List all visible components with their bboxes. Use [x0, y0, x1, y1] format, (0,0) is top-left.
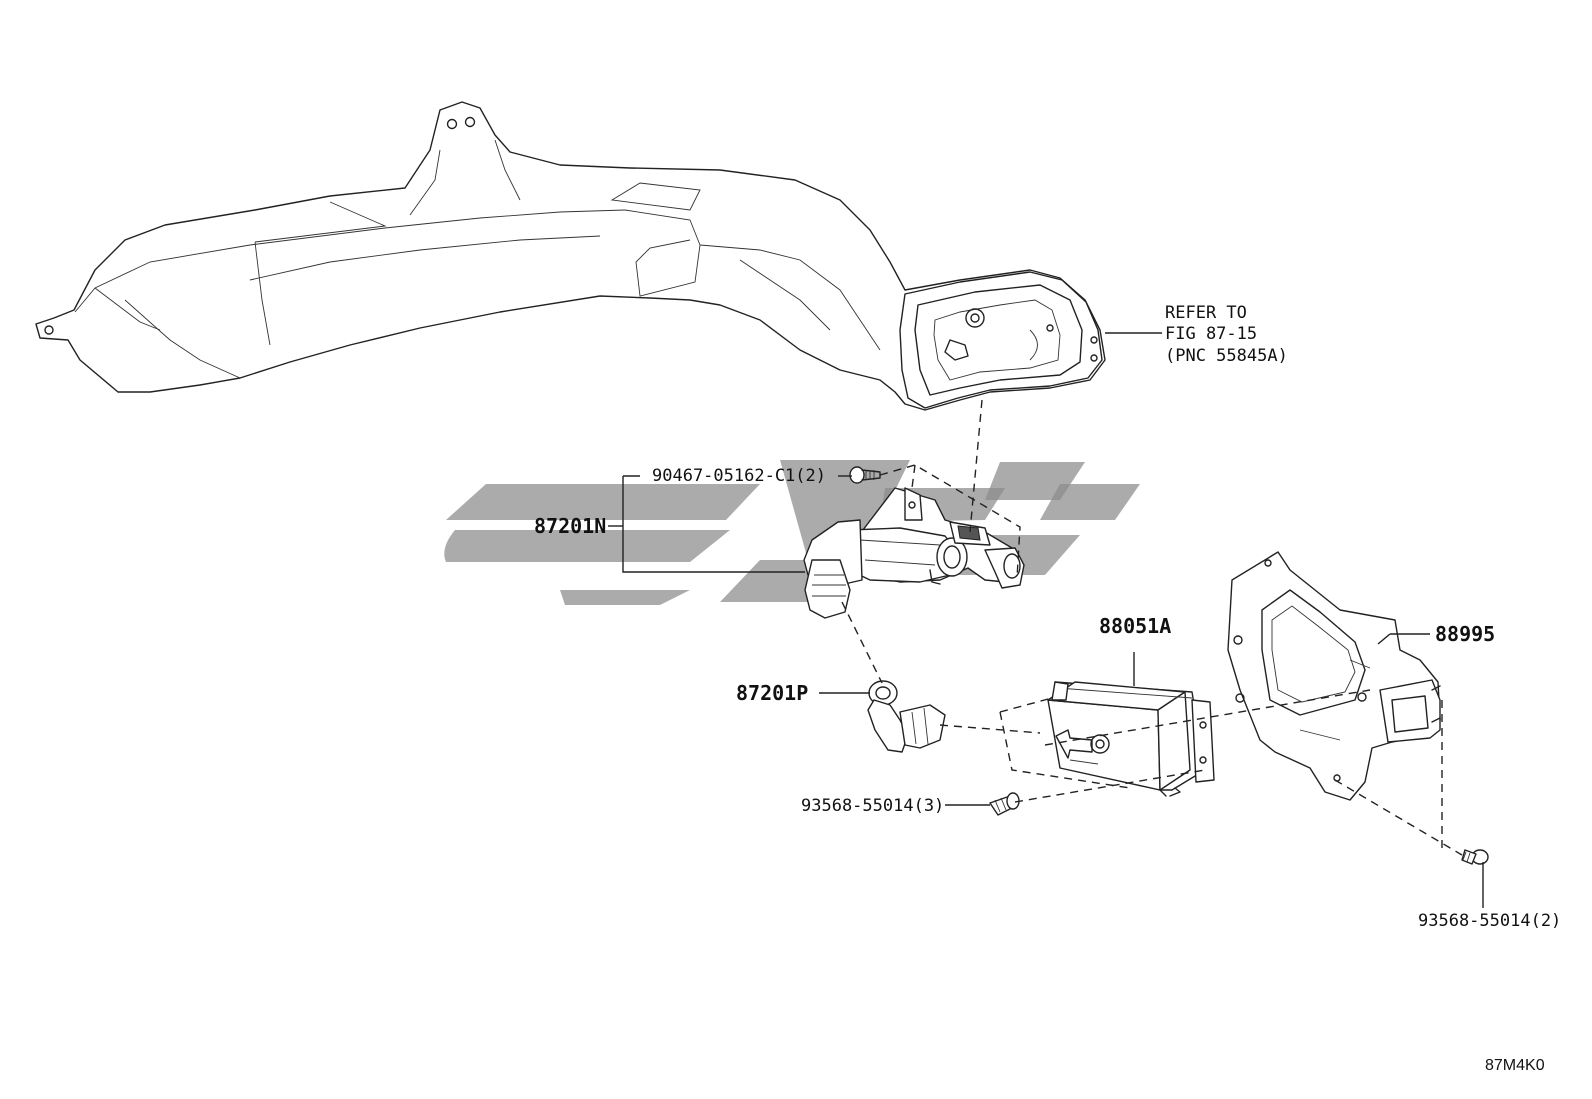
refer-line-1: REFER TO — [1165, 303, 1247, 323]
screw-left — [989, 792, 1020, 816]
controller-part-label: 88051A — [1099, 614, 1171, 638]
mounting-bracket — [1227, 551, 1441, 801]
refer-line-3: (PNC 55845A) — [1165, 346, 1288, 366]
figure-code: 87M4K0 — [1485, 1057, 1545, 1074]
screw-right-label: 93568-55014(2) — [1418, 911, 1561, 931]
screw-left-label: 93568-55014(3) — [801, 796, 944, 816]
assembly-lines — [841, 399, 1463, 856]
leader-lines — [608, 332, 1484, 908]
controller-module — [1047, 681, 1215, 797]
watermark-logo — [444, 460, 1140, 605]
clip-part-label: 90467-05162-C1(2) — [652, 466, 826, 486]
refer-line-2: FIG 87-15 — [1165, 324, 1257, 344]
bracket-part-label: 88995 — [1435, 622, 1495, 646]
heater-part-label: 87201N — [534, 514, 606, 538]
heater-assembly — [803, 487, 1025, 619]
hose-part — [867, 680, 946, 753]
hose-part-label: 87201P — [736, 681, 808, 705]
screw-right — [1461, 849, 1489, 865]
air-duct — [35, 101, 1106, 411]
